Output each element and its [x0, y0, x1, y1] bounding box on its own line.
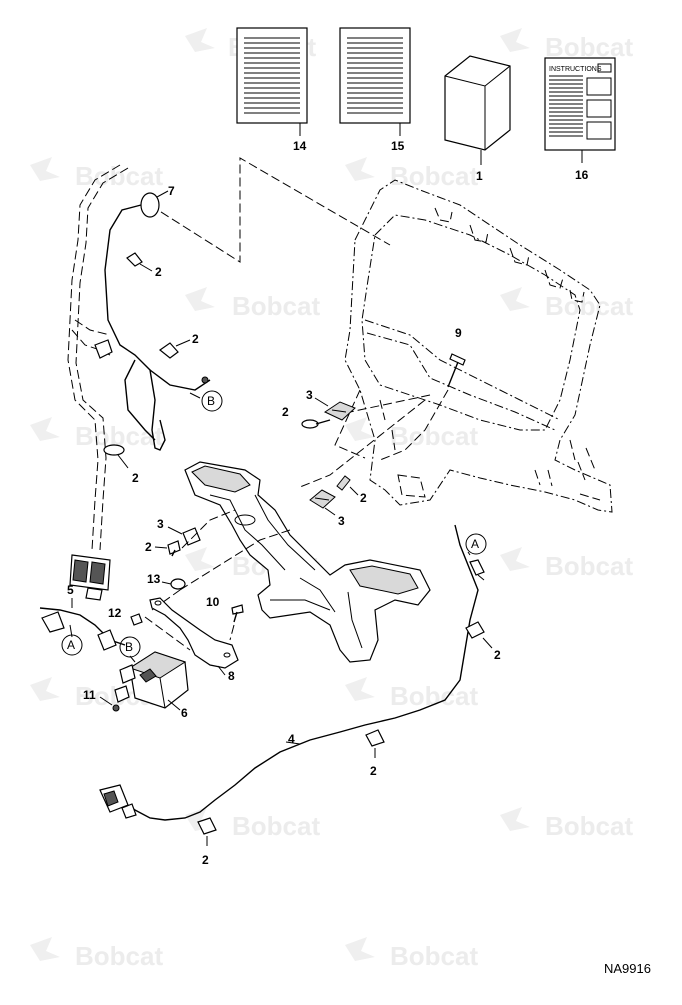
callout-2-left: 2 — [132, 471, 139, 485]
callout-14: 14 — [293, 139, 307, 153]
bracket-8 — [149, 597, 239, 676]
kit-box-1 — [444, 55, 511, 165]
svg-text:Bobcat: Bobcat — [390, 421, 478, 451]
leader-connector-a-right — [467, 551, 471, 556]
callout-3-duct: 3 — [338, 514, 345, 528]
screw-10 — [229, 604, 244, 641]
document-sheet-14 — [236, 27, 308, 136]
harness-connector-block — [69, 554, 111, 601]
callout-2-lower-right: 2 — [370, 764, 377, 778]
air-duct — [184, 461, 431, 663]
cable-tie-2-top — [126, 252, 143, 267]
svg-text:Bobcat: Bobcat — [232, 811, 320, 841]
leader-bracket-upper — [181, 509, 236, 549]
clip-mount-3-upper — [323, 401, 356, 421]
cable-tie-2-left — [103, 444, 125, 456]
cable-tie-2-right — [465, 621, 485, 639]
callout-15: 15 — [391, 139, 405, 153]
callout-4: 4 — [288, 732, 295, 746]
callout-10: 10 — [206, 595, 220, 609]
watermark: Bobcat — [500, 807, 633, 841]
svg-text:Bobcat: Bobcat — [545, 32, 633, 62]
callout-16: 16 — [575, 168, 589, 182]
watermark: Bobcat — [345, 937, 478, 971]
callout-2-mid: 2 — [192, 332, 199, 346]
cable-tie-2-mid — [158, 342, 179, 359]
callout-9: 9 — [455, 326, 462, 340]
callout-13: 13 — [147, 572, 161, 586]
svg-text:Bobcat: Bobcat — [232, 291, 320, 321]
connector-ref-a-right — [465, 533, 487, 555]
cable-tie-2-upper — [301, 419, 331, 429]
callout-2-right: 2 — [494, 648, 501, 662]
cable-tie-2-lower-right — [365, 729, 385, 747]
callout-12: 12 — [108, 606, 122, 620]
svg-text:Bobcat: Bobcat — [545, 551, 633, 581]
callout-5: 5 — [67, 583, 74, 597]
leader-bracket-middle — [179, 529, 291, 591]
watermark: Bobcat — [500, 287, 633, 321]
leader-frame-duct — [299, 399, 426, 488]
clip-3-bracket — [182, 527, 201, 546]
callout-2-bracket: 2 — [145, 540, 152, 554]
watermark: Bobcat — [185, 287, 320, 321]
watermark: Bobcat — [500, 547, 633, 581]
watermark: Bobcat — [345, 157, 478, 191]
callout-3-bracket: 3 — [157, 517, 164, 531]
instructions-heading: INSTRUCTIONS — [549, 66, 602, 73]
drawing-code: NA9916 — [604, 961, 651, 976]
callout-2-top: 2 — [155, 265, 162, 279]
callout-2-upper: 2 — [282, 405, 289, 419]
svg-text:Bobcat: Bobcat — [75, 941, 163, 971]
cable-tie-2-duct — [336, 475, 351, 491]
svg-text:Bobcat: Bobcat — [545, 811, 633, 841]
svg-text:Bobcat: Bobcat — [390, 161, 478, 191]
watermark: Bobcat — [30, 157, 163, 191]
leader-frame-clip — [349, 394, 431, 413]
clip-mount-3-duct — [309, 489, 336, 509]
nut-11 — [112, 704, 120, 712]
connector-ref-b-upper — [201, 390, 223, 412]
main-harness-dashed — [67, 164, 129, 551]
watermark: Bobcat — [30, 937, 163, 971]
connector-ref-b-lower — [119, 636, 141, 658]
watermark: Bobcat — [345, 417, 478, 451]
screw-2-bracket — [167, 540, 181, 557]
callout-6: 6 — [181, 706, 188, 720]
instructions-sheet-16: INSTRUCTIONS — [544, 57, 616, 163]
washer-13 — [170, 578, 186, 590]
bolt-9 — [379, 353, 466, 461]
watermark: Bobcat — [30, 417, 163, 451]
callout-3-upper: 3 — [306, 388, 313, 402]
svg-text:Bobcat: Bobcat — [390, 681, 478, 711]
callout-11: 11 — [83, 688, 96, 702]
connector-label-a-lower: A — [67, 638, 75, 652]
callout-2-bottom: 2 — [202, 853, 209, 867]
connector-ref-a-lower — [61, 634, 83, 656]
svg-text:Bobcat: Bobcat — [390, 941, 478, 971]
watermark: Bobcat — [500, 28, 633, 62]
callout-2-duct: 2 — [360, 491, 367, 505]
connector-label-a-right: A — [471, 537, 479, 551]
control-module-6 — [114, 651, 189, 711]
watermark: Bobcat — [185, 807, 320, 841]
callout-8: 8 — [228, 669, 235, 683]
callout-1: 1 — [476, 169, 483, 183]
harness-7 — [94, 192, 211, 451]
nut-12 — [130, 613, 143, 626]
leader-connector-b-upper — [189, 392, 201, 399]
document-sheet-15 — [339, 27, 411, 136]
watermark: Bobcat — [345, 677, 478, 711]
connector-label-b-upper: B — [207, 394, 215, 408]
cab-frame-outline — [344, 179, 613, 513]
svg-text:Bobcat: Bobcat — [545, 291, 633, 321]
callout-7: 7 — [168, 184, 175, 198]
harness-5 — [39, 598, 126, 651]
leader-item7-to-frame — [149, 157, 391, 263]
harness-4 — [99, 524, 485, 821]
cable-tie-2-bottom — [197, 817, 217, 835]
connector-label-b-lower: B — [125, 640, 133, 654]
